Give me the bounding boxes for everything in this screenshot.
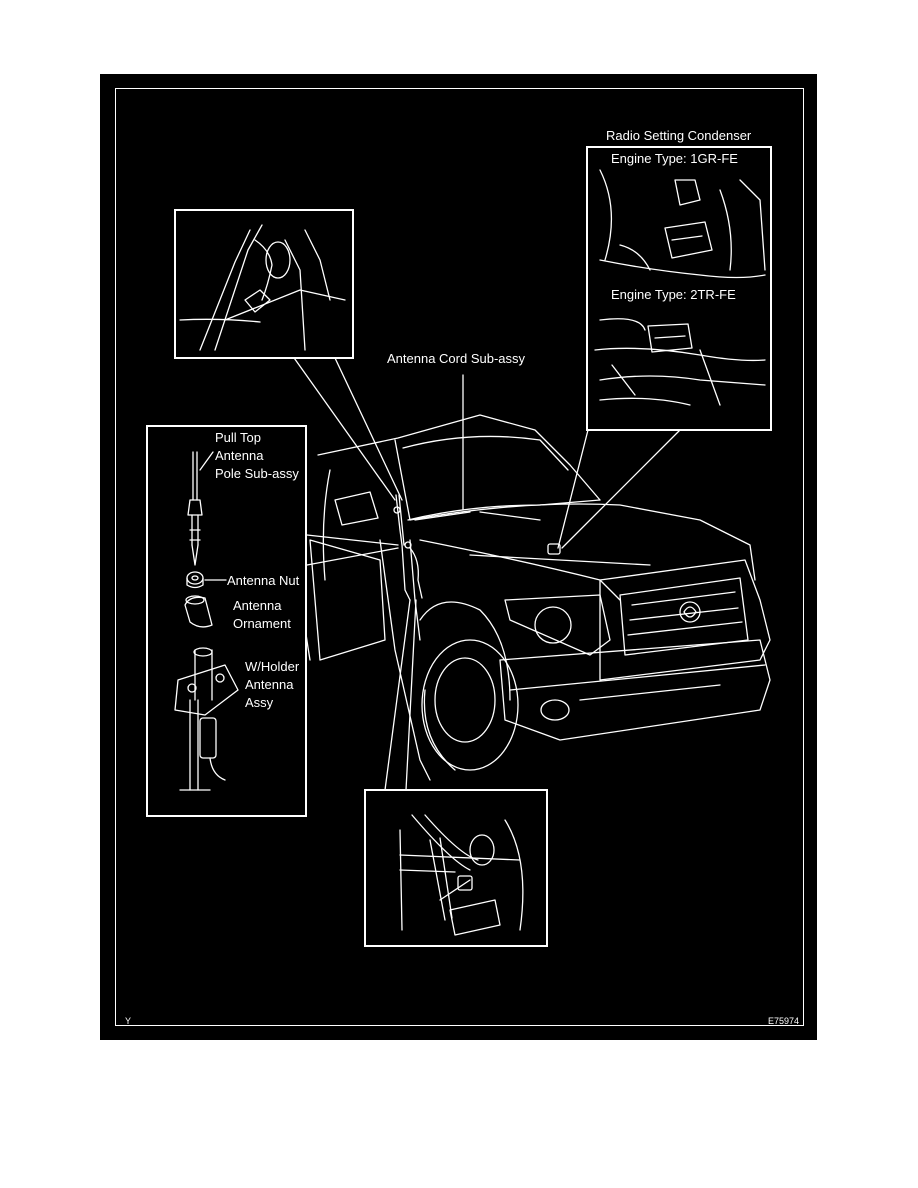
figure-code: E75974 <box>768 1016 800 1026</box>
diagram-frame <box>115 88 804 1026</box>
pull-top-antenna-label: Antenna <box>215 448 264 463</box>
w-holder-antenna-label: Antenna <box>245 677 294 692</box>
corner-mark-left: Y <box>125 1016 132 1026</box>
radio-setting-condenser-label: Radio Setting Condenser <box>606 128 752 143</box>
antenna-ornament-label-1: Antenna <box>233 598 282 613</box>
engine-type-1gr-fe-label: Engine Type: 1GR-FE <box>611 151 738 166</box>
pole-sub-assy-label: Pole Sub-assy <box>215 466 299 481</box>
antenna-parts-panel <box>146 425 307 817</box>
antenna-top-detail-panel <box>174 209 354 359</box>
antenna-ornament-label-2: Ornament <box>233 616 291 631</box>
w-holder-assy-label: Assy <box>245 695 274 710</box>
w-holder-label: W/Holder <box>245 659 300 674</box>
engine-type-2tr-fe-label: Engine Type: 2TR-FE <box>611 287 736 302</box>
antenna-cord-sub-assy-label: Antenna Cord Sub-assy <box>387 351 526 366</box>
antenna-nut-label: Antenna Nut <box>227 573 300 588</box>
antenna-cord-detail-panel <box>364 789 548 947</box>
pull-top-label: Pull Top <box>215 430 262 445</box>
